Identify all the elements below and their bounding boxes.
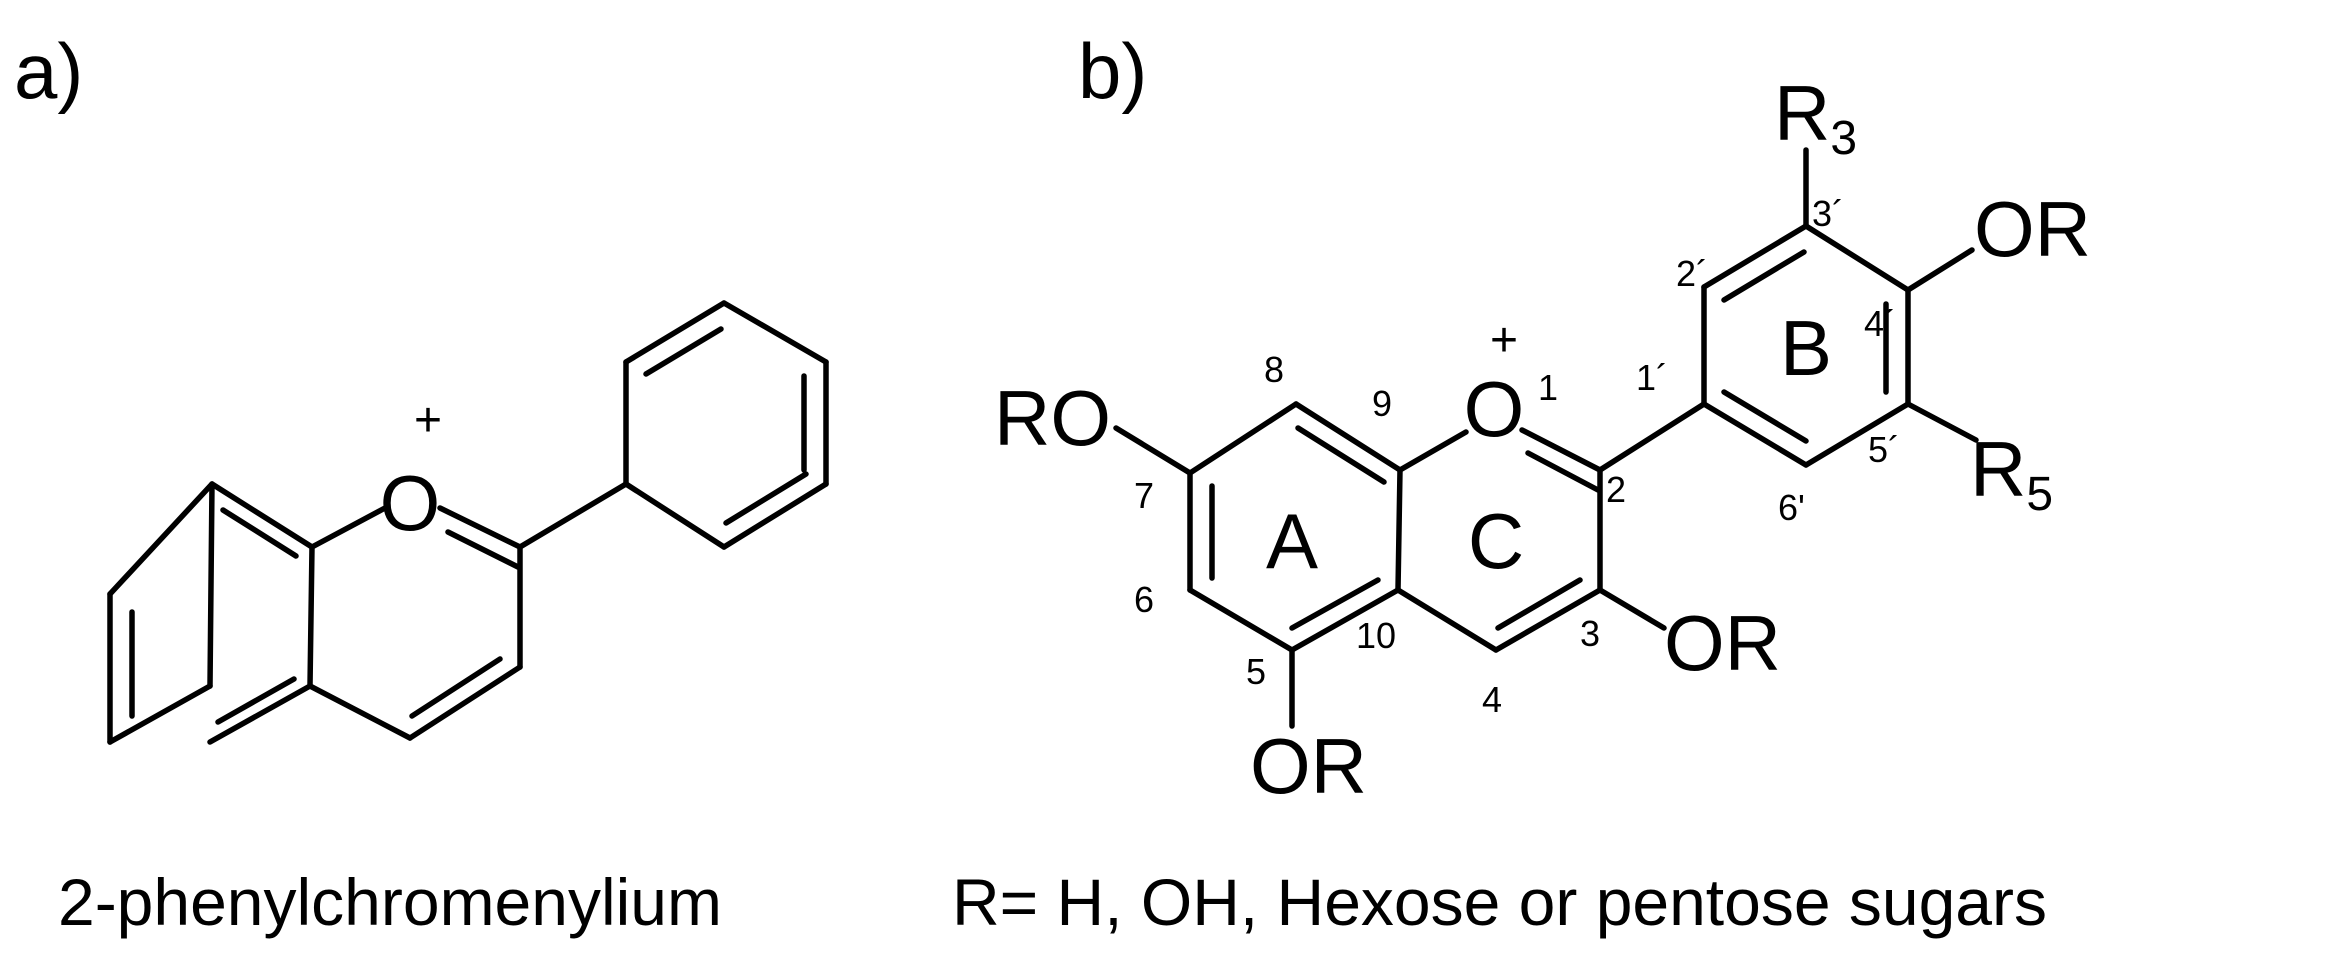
position-2: 2	[1606, 469, 1626, 510]
position-2-prime: 2´	[1676, 253, 1708, 294]
panel-b-positive-charge: +	[1490, 314, 1518, 367]
position-9: 9	[1372, 383, 1392, 424]
position-4: 4	[1482, 679, 1502, 720]
panel-b-ring-oxygen: O	[1464, 365, 1525, 453]
panel-b-label: b)	[1078, 27, 1147, 115]
r5-substituent: R5	[1970, 425, 2053, 521]
panel-a: a)	[14, 27, 829, 939]
position-4-prime: 4´	[1864, 303, 1896, 344]
position-6: 6	[1134, 579, 1154, 620]
flavylium-skeleton-bonds	[107, 300, 829, 745]
ring-a-label: A	[1266, 497, 1318, 585]
panel-a-caption: 2-phenylchromenylium	[58, 865, 722, 939]
position-8: 8	[1264, 349, 1284, 390]
panel-a-positive-charge: +	[414, 394, 442, 447]
panel-a-label: a)	[14, 27, 83, 115]
or-substituent-c5: OR	[1250, 722, 1367, 810]
position-5: 5	[1246, 651, 1266, 692]
panel-b-caption: R= H, OH, Hexose or pentose sugars	[952, 865, 2047, 939]
ring-b-label: B	[1780, 304, 1832, 392]
panel-b: b)	[952, 27, 2091, 939]
position-6-prime: 6'	[1778, 487, 1805, 528]
r3-substituent: R3	[1774, 69, 1857, 165]
position-1-prime: 1´	[1636, 357, 1668, 398]
ring-c-label: C	[1468, 497, 1524, 585]
position-10: 10	[1356, 615, 1396, 656]
position-1: 1	[1538, 367, 1558, 408]
anthocyanidin-skeleton-bonds	[1113, 147, 1979, 729]
position-7: 7	[1134, 475, 1154, 516]
position-3: 3	[1580, 613, 1600, 654]
position-3-prime: 3´	[1812, 193, 1844, 234]
or-substituent-c4p: OR	[1974, 185, 2091, 273]
or-substituent-c3: OR	[1664, 599, 1781, 687]
panel-a-ring-oxygen: O	[380, 459, 441, 547]
ro-substituent-c7: RO	[994, 374, 1111, 462]
position-5-prime: 5´	[1868, 429, 1900, 470]
